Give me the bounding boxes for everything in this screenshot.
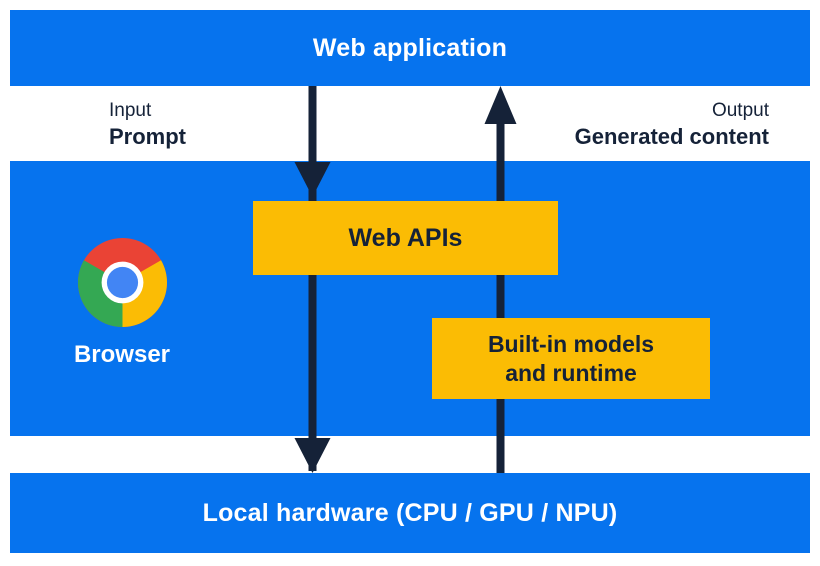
builtin-models-box: Built-in models and runtime	[432, 318, 710, 399]
web-apis-label: Web APIs	[348, 223, 463, 252]
builtin-models-label-line2: and runtime	[505, 359, 637, 386]
input-label-block: Input Prompt	[109, 99, 186, 150]
browser-label: Browser	[73, 341, 171, 368]
output-value: Generated content	[574, 124, 769, 149]
prompt-arrow-down	[294, 86, 331, 473]
output-label-block: Output Generated content	[575, 99, 769, 150]
output-title: Output	[711, 100, 769, 121]
generated-content-arrow-up	[484, 86, 517, 473]
input-value: Prompt	[109, 124, 186, 149]
chrome-logo-icon	[78, 238, 167, 327]
input-title: Input	[109, 100, 152, 121]
builtin-models-label-line1: Built-in models	[487, 330, 655, 357]
local-hardware-label: Local hardware (CPU / GPU / NPU)	[202, 498, 618, 527]
web-apis-box: Web APIs	[253, 201, 558, 275]
web-application-band: Web application	[10, 10, 810, 86]
local-hardware-band: Local hardware (CPU / GPU / NPU)	[10, 473, 810, 553]
web-application-label: Web application	[312, 33, 508, 62]
